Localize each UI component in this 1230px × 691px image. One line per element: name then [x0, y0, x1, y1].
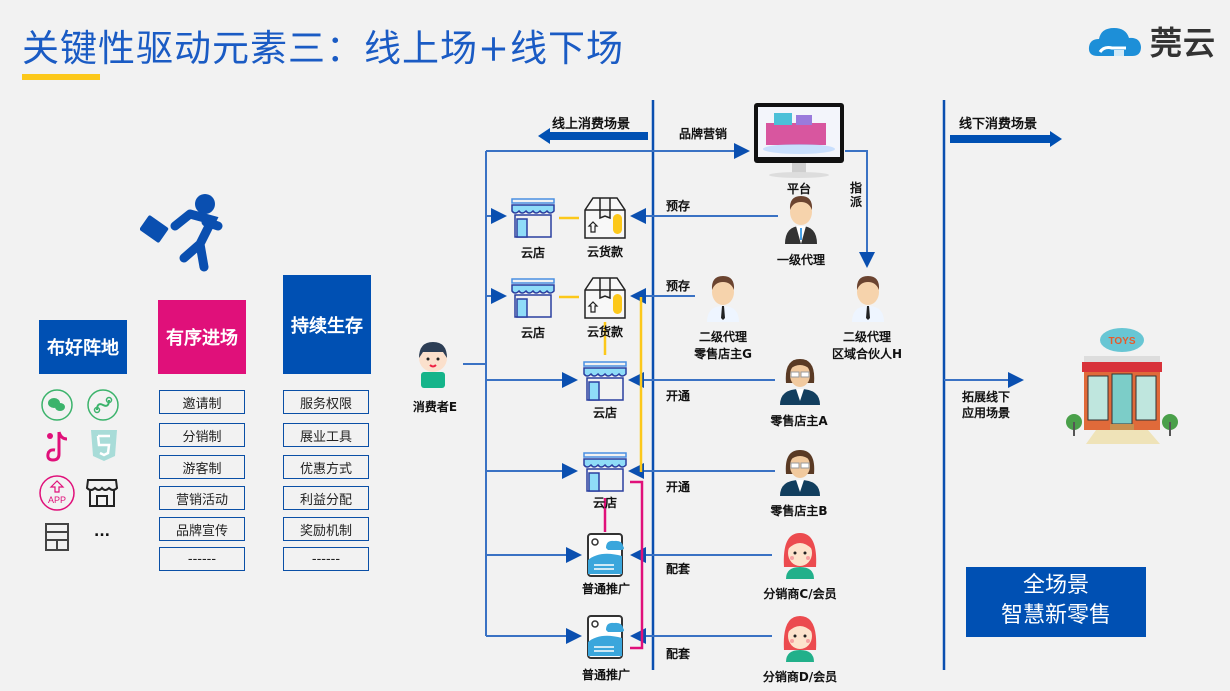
expand-offline-label-1: 拓展线下: [962, 390, 1011, 404]
cloud-logo-icon: [1086, 22, 1146, 62]
entry-tag: 邀请制: [159, 390, 245, 414]
offline-scene-arrow: [950, 131, 1062, 147]
entry-tag: 营销活动: [159, 486, 245, 510]
toy-store-icon: TOYS: [1060, 326, 1184, 444]
cloud-store-icon[interactable]: [510, 197, 556, 239]
cloud-goods-label: 云货款: [586, 245, 623, 259]
survival-tag: ------: [283, 547, 369, 571]
retailer-a-label: 零售店主A: [770, 414, 828, 428]
distributor-c-avatar-icon: [780, 529, 820, 579]
cloud-goods-icon[interactable]: [583, 276, 627, 320]
summary-line-1: 全场景: [1022, 573, 1089, 598]
summary-line-2: 智慧新零售: [1000, 603, 1111, 628]
expand-offline-label-2: 应用场景: [962, 406, 1011, 420]
retailer-b-avatar-icon: [778, 446, 822, 496]
app-icon: APP: [38, 474, 76, 512]
assign-label-1: 指: [850, 181, 863, 195]
platform-monitor-icon: [752, 101, 846, 179]
promo-poster-icon[interactable]: [586, 614, 626, 660]
promo-label: 普通推广: [581, 582, 630, 596]
channel-more: ...: [94, 524, 110, 540]
store-icon: [84, 476, 120, 510]
edge-prestore-label: 预存: [666, 279, 691, 293]
retailer-b-label: 零售店主B: [770, 504, 828, 518]
cloud-goods-icon[interactable]: [583, 196, 627, 240]
svg-text:APP: APP: [48, 495, 66, 505]
survival-tag: 服务权限: [283, 390, 369, 414]
edge-bundle-label: 配套: [666, 562, 691, 576]
page-title: 关键性驱动元素三：线上场+线下场: [22, 27, 625, 70]
assign-label-2: 派: [850, 195, 863, 209]
cloud-store-label: 云店: [592, 406, 617, 420]
cloud-store-icon[interactable]: [582, 360, 628, 402]
agent-l2-g-avatar-icon: [705, 272, 741, 322]
pillar-deploy: 布好阵地: [39, 320, 127, 374]
title-underline: [22, 74, 100, 80]
online-scene-arrow: [538, 128, 648, 144]
survival-tag: 优惠方式: [283, 455, 369, 479]
online-scene-label: 线上消费场景: [552, 117, 631, 132]
cloud-store-label: 云店: [520, 326, 545, 340]
brand-marketing-label: 品牌营销: [679, 127, 728, 141]
agent-l1-label: 一级代理: [776, 253, 825, 267]
distributor-d-label: 分销商D/会员: [762, 670, 838, 684]
cloud-store-icon[interactable]: [582, 451, 628, 493]
consumer-label: 消费者E: [412, 400, 458, 414]
logo-text: 莞云: [1150, 24, 1217, 62]
entry-tag: 分销制: [159, 423, 245, 447]
agent-l2-h-avatar-icon: [850, 272, 886, 322]
summary-box: 全场景 智慧新零售: [966, 567, 1146, 637]
entry-tag: ------: [159, 547, 245, 571]
agent-l1-avatar-icon: [783, 192, 819, 244]
retailer-a-avatar-icon: [778, 355, 822, 405]
mini-program-icon: [86, 388, 120, 422]
edge-open-label: 开通: [666, 480, 691, 494]
douyin-icon: [42, 428, 72, 464]
distributor-c-label: 分销商C/会员: [763, 587, 837, 601]
agent-l2-h-name: 区域合伙人H: [831, 347, 903, 361]
entry-tag: 游客制: [159, 455, 245, 479]
pillar-entry: 有序进场: [158, 300, 246, 374]
agent-l2-g-name: 零售店主G: [694, 347, 752, 361]
edge-open-label: 开通: [666, 389, 691, 403]
survival-tag: 奖励机制: [283, 517, 369, 541]
agent-l2-g-role: 二级代理: [698, 330, 747, 344]
cloud-store-label: 云店: [520, 246, 545, 260]
survival-tag: 展业工具: [283, 423, 369, 447]
distributor-d-avatar-icon: [780, 612, 820, 662]
svg-text:TOYS: TOYS: [1108, 336, 1135, 347]
platform-label: 平台: [786, 182, 811, 196]
survival-tag: 利益分配: [283, 486, 369, 510]
cloud-store-icon[interactable]: [510, 277, 556, 319]
pillar-survive: 持续生存: [283, 275, 371, 374]
promo-label: 普通推广: [581, 668, 630, 682]
edge-prestore-label: 预存: [666, 199, 691, 213]
promo-poster-icon[interactable]: [586, 532, 626, 578]
cloud-store-label: 云店: [592, 496, 617, 510]
html5-icon: [88, 428, 120, 464]
entry-tag: 品牌宣传: [159, 517, 245, 541]
running-businessman-icon: [140, 192, 230, 272]
consumer-avatar-icon: [413, 338, 453, 388]
offline-scene-label: 线下消费场景: [959, 117, 1038, 132]
shop-window-icon: [42, 520, 72, 554]
agent-l2-h-role: 二级代理: [842, 330, 891, 344]
wechat-icon: [40, 388, 74, 422]
edge-bundle-label: 配套: [666, 647, 691, 661]
cloud-goods-label: 云货款: [586, 325, 623, 339]
